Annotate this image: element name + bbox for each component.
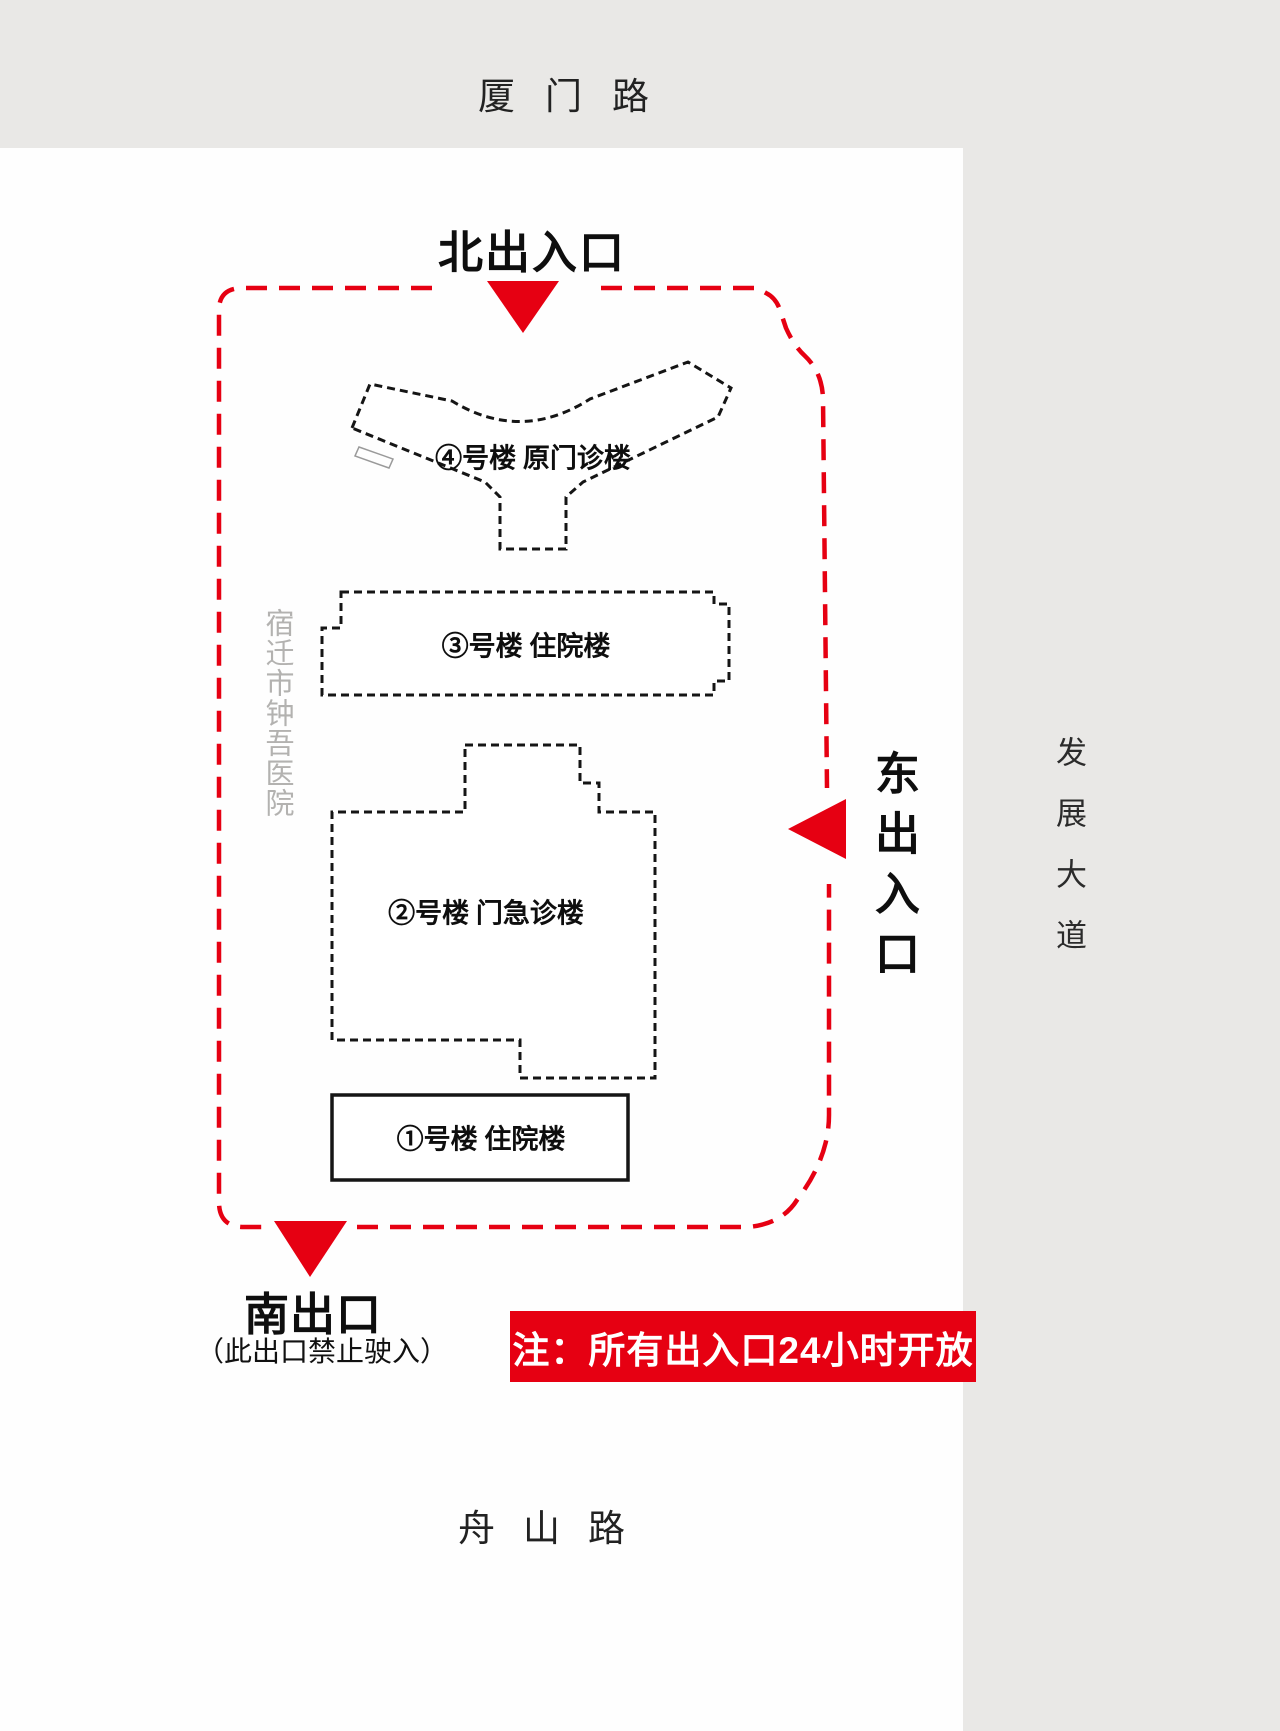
road-label-north: 厦门路 — [478, 77, 679, 118]
building3-outline — [320, 590, 731, 697]
south-exit-note: （此出口禁止驶入） — [196, 1337, 449, 1368]
road-label-east: 发展大道 — [1051, 736, 1086, 980]
building3-label: ③号楼 住院楼 — [441, 631, 611, 662]
south-exit-arrow — [274, 1221, 347, 1277]
building1-label: ①号楼 住院楼 — [396, 1124, 566, 1155]
building1-outline — [330, 1093, 630, 1182]
east-entrance-label: 东出入口 — [868, 750, 919, 990]
south-exit-label: 南出口 — [244, 1289, 383, 1340]
road-label-south: 舟山路 — [458, 1509, 653, 1550]
top-road-band — [0, 0, 1280, 148]
hospital-name-watermark: 宿迁市钟吾医院 — [261, 608, 293, 818]
building2-outline — [330, 743, 657, 1080]
campus-boundary-left — [216, 285, 432, 1230]
campus-boundary-top-right — [601, 285, 830, 789]
campus-boundary-bottom-right — [357, 884, 832, 1230]
building4-outline — [350, 360, 733, 551]
north-entrance-label: 北出入口 — [438, 227, 627, 278]
north-entrance-arrow — [487, 281, 559, 333]
right-road-band — [963, 148, 1280, 1731]
building2-label: ②号楼 门急诊楼 — [388, 898, 584, 929]
notice-banner: 注：所有出入口24小时开放 — [510, 1311, 976, 1382]
building4-entrance-mark — [353, 446, 395, 469]
east-entrance-arrow — [788, 799, 846, 859]
building4-label: ④号楼 原门诊楼 — [435, 443, 631, 474]
